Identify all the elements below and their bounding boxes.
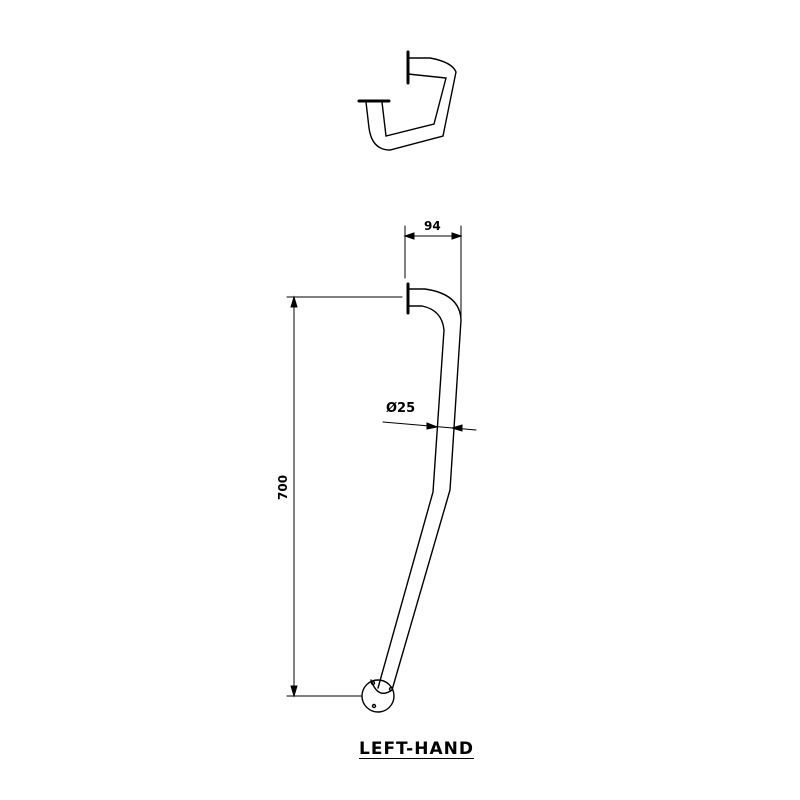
top-view <box>357 50 457 151</box>
diameter-dimension-label: Ø25 <box>386 401 416 416</box>
dimension-width <box>403 225 463 319</box>
drawing-title: LEFT-HAND <box>359 739 474 759</box>
width-dimension-label: 94 <box>424 219 441 233</box>
dimension-diameter <box>382 421 477 432</box>
front-view <box>361 282 462 713</box>
dimension-height <box>286 295 403 698</box>
height-dimension-label: 700 <box>276 474 290 500</box>
